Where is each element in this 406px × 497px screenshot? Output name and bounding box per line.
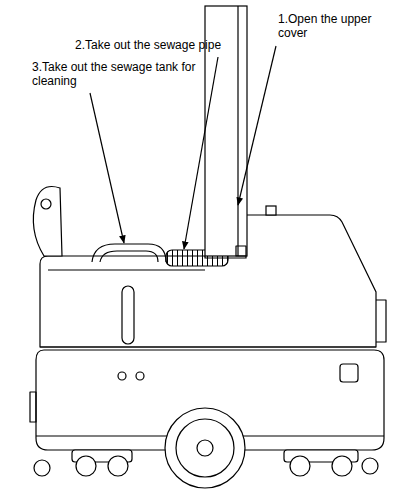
wheels (290, 456, 310, 476)
upper-cover (236, 246, 246, 256)
leader-lines (90, 46, 276, 249)
robot-base (30, 392, 36, 422)
cover-knob (266, 206, 276, 215)
robot-body (376, 300, 386, 342)
wheels (197, 440, 213, 456)
robot-body (48, 269, 205, 270)
callout-label: 2.Take out the sewage pipe (75, 38, 245, 52)
wheels (332, 456, 352, 476)
robot-base (340, 364, 358, 382)
robot-body (40, 346, 376, 347)
wheels (108, 456, 128, 476)
leader-line (238, 46, 276, 205)
robot-base (118, 372, 126, 380)
wheels (34, 408, 378, 488)
leader-line (184, 57, 218, 249)
wheels (362, 458, 378, 474)
front-slot (122, 286, 134, 344)
callout-label: 1.Open the upper cover (278, 12, 388, 40)
sewage-tank (92, 244, 166, 262)
wheels (76, 456, 96, 476)
robot-body (41, 199, 51, 209)
wheels (176, 419, 234, 477)
callout-label: 3.Take out the sewage tank for cleaning (32, 60, 204, 88)
leader-line (90, 93, 124, 243)
wheels (34, 460, 50, 476)
sewage-tank (100, 251, 158, 262)
upper-cover (237, 6, 238, 256)
wheels (165, 408, 245, 488)
sewage-tank (92, 244, 166, 262)
robot-base (136, 372, 144, 380)
side-handle (33, 187, 62, 257)
